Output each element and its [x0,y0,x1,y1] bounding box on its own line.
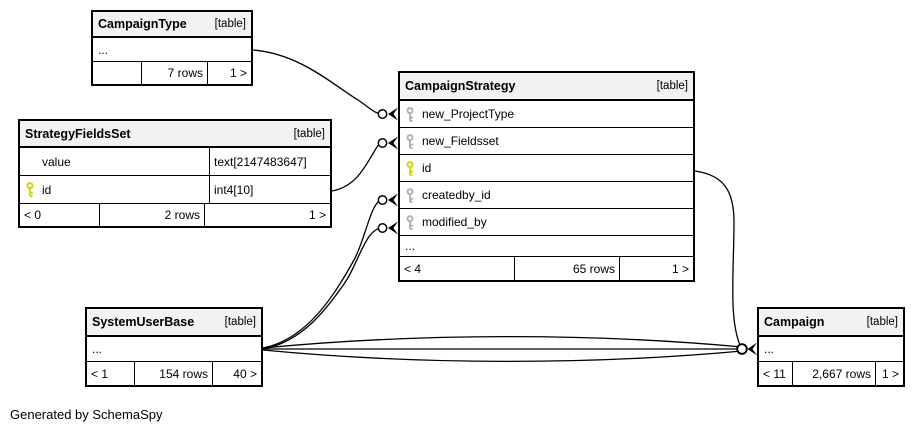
elided-columns-row: ... [759,337,903,362]
zero-or-many-marker-new-fieldsset [377,136,398,150]
table-name[interactable]: CampaignStrategy [405,79,516,93]
table-type-tag: [table] [866,316,898,328]
foreign-key-icon [406,106,414,122]
table-header[interactable]: SystemUserBase [table] [87,309,261,337]
table-name[interactable]: SystemUserBase [92,315,195,329]
edge-strategyfieldsset-to-new-fieldsset [331,142,383,192]
column-type: int4[10] [209,176,330,203]
edge-systemuserbase-to-modified-by [262,227,383,350]
footer-row-count: 154 rows [135,362,213,385]
table-type-tag: [table] [224,316,256,328]
column-row-createdby-id: createdby_id [400,182,693,209]
footer-children-count: < 1 [87,362,135,385]
footer-parents-count: 1 > [229,66,247,80]
edge-campaigntype-to-new-projecttype [252,49,383,115]
column-row-new-projecttype: new_ProjectType [400,101,693,128]
table-header[interactable]: CampaignType [table] [93,12,251,38]
footer-parents-count: 1 > [308,208,326,222]
edge-systemuserbase-to-campaign-lower [262,349,743,363]
edge-campaignstrategy-id-to-campaign [694,170,743,350]
zero-or-many-marker-campaign [736,342,757,356]
table-campaign-type[interactable]: CampaignType [table] ... 7 rows 1 > [91,10,253,86]
edge-systemuserbase-to-createdby-id [262,199,383,349]
table-name[interactable]: StrategyFieldsSet [25,126,131,141]
footer-row-count: 2 rows [100,204,205,226]
footer-row-count: 7 rows [142,62,208,84]
table-type-tag: [table] [293,127,325,140]
edge-systemuserbase-to-campaign-upper [262,335,743,349]
footer-row-count: 65 rows [515,257,620,280]
footer-children-count: < 11 [759,362,793,385]
column-row-id: id [400,155,693,182]
footer-parents-count: 1 > [881,366,899,381]
column-name: value [42,154,71,169]
column-name: id [422,161,432,175]
table-header[interactable]: StrategyFieldsSet [table] [20,121,330,148]
table-header[interactable]: Campaign [table] [759,309,903,337]
table-footer: 7 rows 1 > [93,62,251,84]
column-type: text[2147483647] [209,148,330,175]
column-name: createdby_id [422,188,491,202]
table-type-tag: [table] [214,18,246,30]
footer-row-count: 2,667 rows [793,362,876,385]
column-name: new_ProjectType [422,107,515,121]
table-campaign[interactable]: Campaign [table] ... < 11 2,667 rows 1 > [757,307,905,387]
zero-or-many-marker-new-projecttype [377,107,398,121]
column-row-id: id int4[10] [20,176,330,204]
elided-columns-label: ... [98,42,109,57]
column-name: modified_by [422,215,487,229]
zero-or-many-marker-createdby-id [377,193,398,207]
generator-credit: Generated by SchemaSpy [10,407,163,422]
footer-children-count [93,62,142,84]
table-footer: < 4 65 rows 1 > [400,257,693,280]
foreign-key-icon [406,187,414,203]
elided-columns-label: ... [764,342,775,356]
column-row-new-fieldsset: new_Fieldsset [400,128,693,155]
table-footer: < 11 2,667 rows 1 > [759,362,903,385]
foreign-key-icon [406,133,414,149]
table-footer: < 1 154 rows 40 > [87,362,261,385]
primary-key-icon [26,182,34,197]
table-footer: < 0 2 rows 1 > [20,204,330,226]
column-name: new_Fieldsset [422,134,499,148]
table-strategy-fields-set[interactable]: StrategyFieldsSet [table] value text[214… [18,119,332,228]
column-name: id [42,182,52,197]
footer-children-count: < 0 [20,204,100,226]
elided-columns-label: ... [405,239,416,253]
column-row-value: value text[2147483647] [20,148,330,176]
table-campaign-strategy[interactable]: CampaignStrategy [table] new_ProjectType… [398,71,695,282]
foreign-key-icon [406,214,414,230]
table-header[interactable]: CampaignStrategy [table] [400,73,693,101]
column-row-modified-by: modified_by [400,209,693,236]
footer-parents-count: 1 > [671,261,689,276]
table-name[interactable]: CampaignType [98,17,187,31]
elided-columns-label: ... [92,342,103,356]
elided-columns-row: ... [400,236,693,257]
table-system-user-base[interactable]: SystemUserBase [table] ... < 1 154 rows … [85,307,263,387]
footer-parents-count: 40 > [233,366,257,381]
primary-key-icon [406,160,414,176]
zero-or-many-marker-modified-by [377,221,398,235]
table-name[interactable]: Campaign [764,315,825,329]
footer-children-count: < 4 [400,257,515,280]
elided-columns-row: ... [93,38,251,62]
table-type-tag: [table] [656,80,688,92]
elided-columns-row: ... [87,337,261,362]
